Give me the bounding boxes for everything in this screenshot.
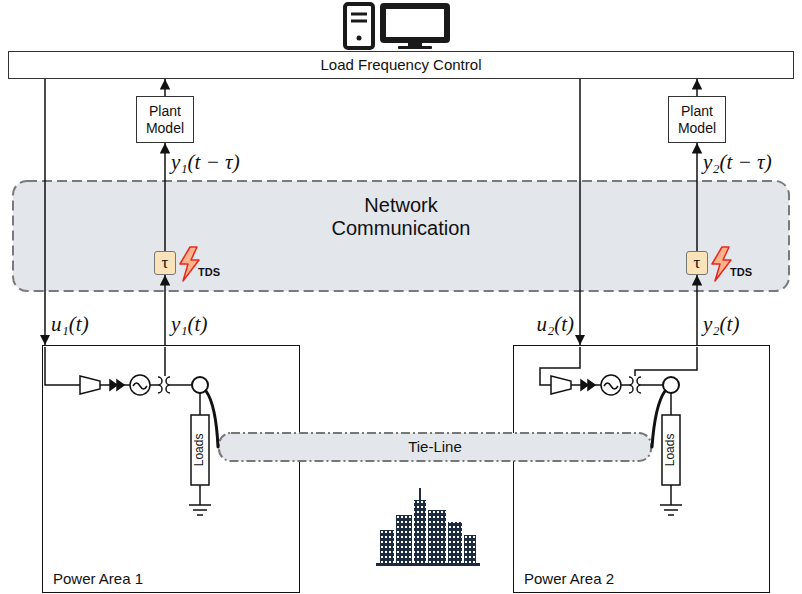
- delay-symbol: τ: [162, 253, 169, 273]
- load-label: Loads: [193, 434, 207, 467]
- signal-label: y₂(t − τ): [703, 150, 772, 174]
- attack-label: TDS: [198, 266, 220, 279]
- node-label: Plant Model: [671, 103, 723, 135]
- signal-arrow: [696, 79, 698, 96]
- node-label: Tie-Line: [408, 438, 462, 455]
- signal-arrow: [696, 275, 698, 345]
- signal-label: y₁(t − τ): [171, 150, 240, 174]
- city-icon: [376, 488, 480, 566]
- attack-bolt: [712, 247, 731, 281]
- power-area-box: Power Area 2: [513, 345, 770, 593]
- node-label: Network Communication: [316, 194, 486, 240]
- node-label: Plant Model: [139, 103, 191, 135]
- signal-label: u₁(t): [51, 312, 89, 336]
- node-label: Power Area 1: [53, 570, 143, 587]
- signal-label: y₂(t): [703, 312, 739, 336]
- delay-box: τ: [154, 251, 176, 275]
- power-plant-symbol: [45, 347, 218, 515]
- attack-label: TDS: [730, 266, 752, 279]
- node-label: Load Frequency Control: [321, 56, 482, 73]
- plant-model-box: Plant Model: [136, 96, 194, 143]
- signal-label: y₁(t): [171, 312, 207, 336]
- load-label: Loads: [664, 434, 678, 467]
- signal-arrow: [579, 79, 581, 345]
- power-area-box: Power Area 1: [42, 345, 300, 593]
- control-box: Load Frequency Control: [8, 51, 794, 79]
- delay-box: τ: [686, 251, 708, 275]
- signal-arrow: [696, 143, 698, 251]
- signal-arrow: [164, 79, 166, 96]
- plant-model-box: Plant Model: [668, 96, 726, 143]
- signal-label: u₂(t): [536, 312, 574, 336]
- node-label: Power Area 2: [524, 570, 614, 587]
- network-band: Network Communication τ τ: [12, 180, 790, 292]
- attack-bolt: [180, 247, 199, 281]
- delay-symbol: τ: [694, 253, 701, 273]
- computer-icon: [345, 3, 450, 49]
- tie-line-band: Tie-Line: [218, 432, 652, 462]
- signal-arrow: [164, 275, 166, 345]
- power-plant-symbol: [540, 347, 697, 515]
- signal-arrow: [44, 79, 46, 345]
- signal-arrow: [164, 143, 166, 251]
